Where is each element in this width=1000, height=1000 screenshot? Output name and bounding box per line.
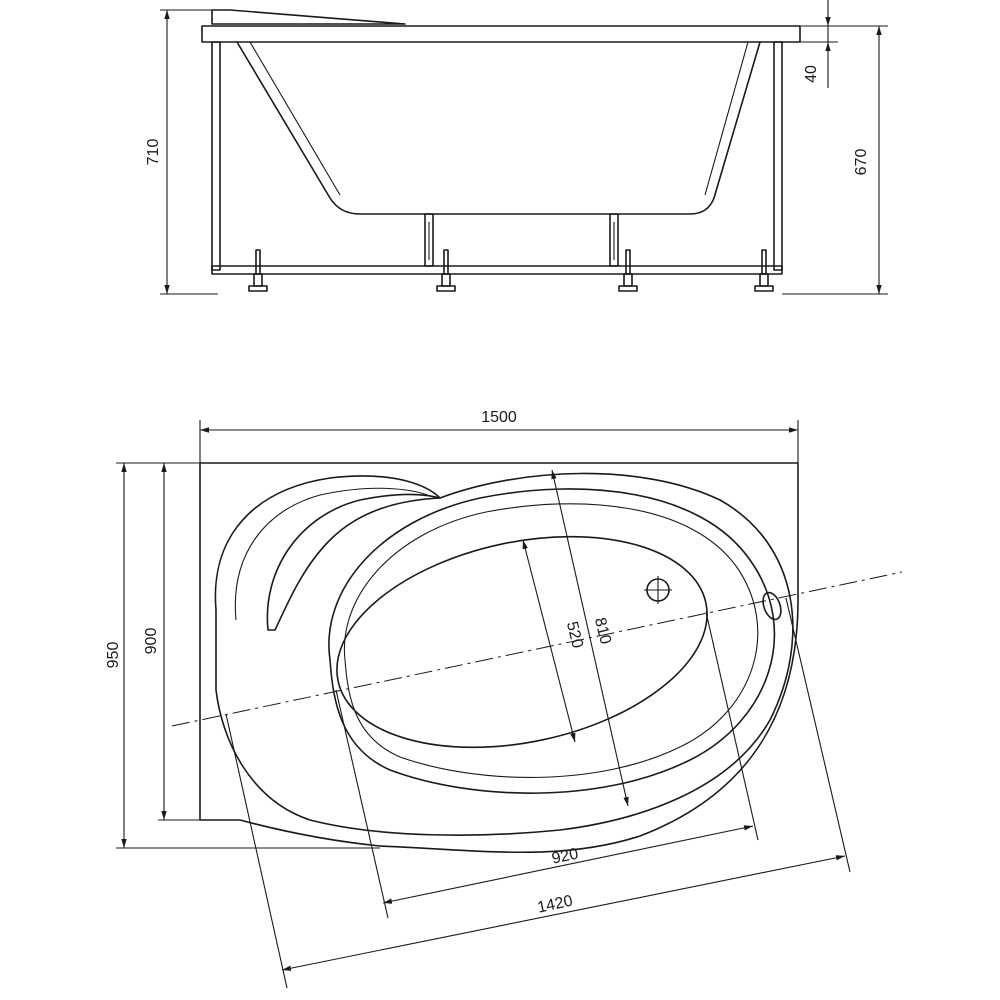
dim-900-label: 900 bbox=[143, 628, 160, 655]
side-rim bbox=[201, 25, 801, 43]
dim-950-label: 950 bbox=[105, 642, 122, 669]
dim-950: 950 bbox=[105, 462, 380, 849]
dim-1500-label: 1500 bbox=[481, 409, 517, 426]
dim-40-label: 40 bbox=[803, 65, 820, 83]
dim-1420-label: 1420 bbox=[536, 893, 574, 917]
dim-520-label: 520 bbox=[563, 620, 586, 650]
dim-810-label: 810 bbox=[591, 616, 614, 646]
dim-1420: 1420 bbox=[225, 597, 851, 989]
dim-900: 900 bbox=[143, 463, 200, 821]
top-backrest bbox=[266, 493, 441, 631]
overflow-icon bbox=[762, 591, 782, 621]
side-tub-body bbox=[236, 41, 761, 215]
dim-670-label: 670 bbox=[853, 149, 870, 176]
drain-icon bbox=[644, 576, 672, 604]
top-view: 1500 950 900 520 810 92 bbox=[105, 409, 903, 989]
side-view: 710 670 40 bbox=[145, 0, 888, 295]
dim-40: 40 bbox=[800, 0, 838, 88]
dim-520: 520 bbox=[522, 539, 586, 743]
dim-670: 670 bbox=[782, 25, 888, 295]
top-bowl-outer bbox=[328, 488, 776, 794]
side-legs bbox=[248, 249, 774, 292]
dim-810: 810 bbox=[551, 469, 629, 807]
dim-920: 920 bbox=[335, 611, 759, 919]
side-frame bbox=[211, 41, 783, 275]
top-tub-outer-rim bbox=[214, 472, 794, 836]
dim-1500: 1500 bbox=[199, 409, 799, 463]
dim-710: 710 bbox=[145, 9, 218, 295]
dim-920-label: 920 bbox=[550, 845, 580, 867]
dim-710-label: 710 bbox=[145, 139, 162, 166]
side-backrest bbox=[211, 9, 406, 25]
